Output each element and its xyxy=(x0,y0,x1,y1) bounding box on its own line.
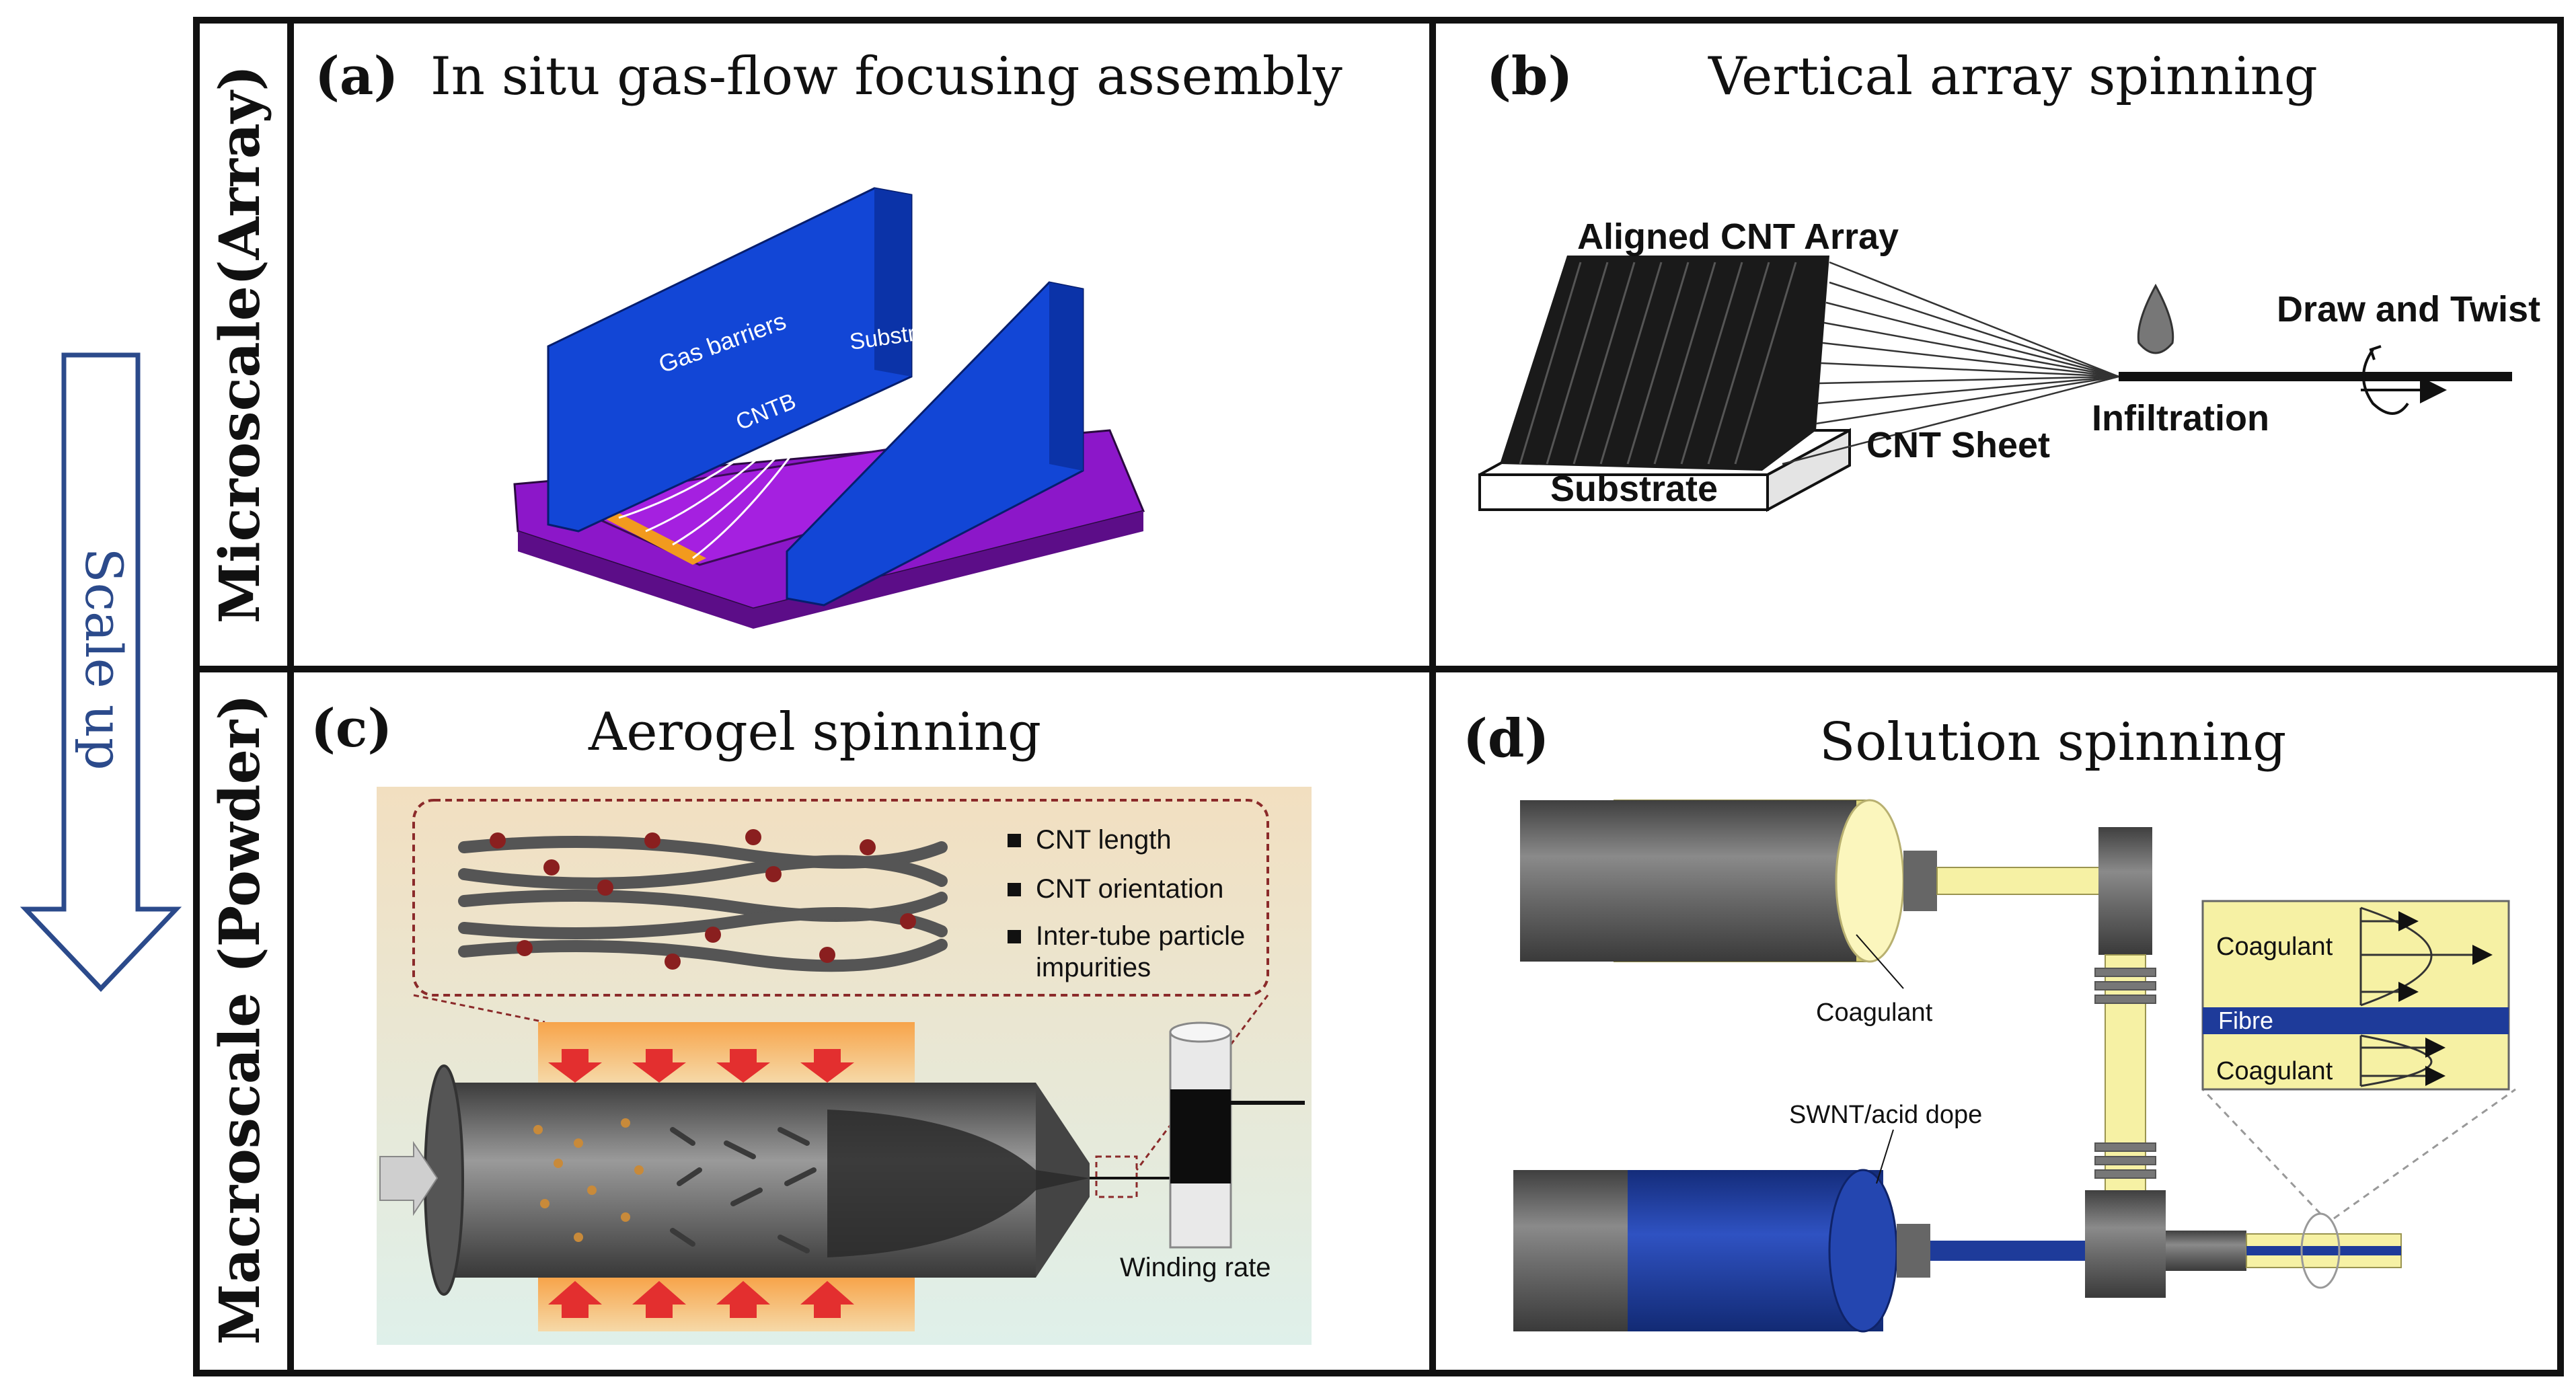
aligned-cnt-array xyxy=(1500,256,1829,471)
row-label-microscale: Microscale(Array) xyxy=(208,65,272,624)
inset-coagulant-bottom: Coagulant xyxy=(2216,1057,2333,1085)
bullet-inter-tube: Inter-tube particle xyxy=(1036,921,1245,951)
scale-up-arrow: Scale up xyxy=(20,352,182,993)
catalyst-particles xyxy=(490,829,916,970)
panel-b: (b) Vertical array spinning xyxy=(1478,46,2540,512)
twist-arrow-icon xyxy=(2361,345,2447,415)
bullet-cnt-length: CNT length xyxy=(1036,825,1172,855)
panel-a-title: In situ gas-flow focusing assembly xyxy=(430,46,1342,107)
inset-fibre-label: Fibre xyxy=(2218,1007,2273,1034)
inlet-arrow xyxy=(379,1140,439,1216)
cnt-bundle xyxy=(458,836,948,972)
aerogel-spinning-illustration: CNT length CNT orientation Inter-tube pa… xyxy=(377,787,1312,1345)
bullet-impurities: impurities xyxy=(1036,953,1151,982)
solution-spinning-illustration: Coagulant Fibre Coagulant Coagulant SWNT… xyxy=(1513,799,2516,1333)
panel-c-title: Aerogel spinning xyxy=(588,702,1041,763)
row-label-macroscale: Macroscale (Powder) xyxy=(208,694,272,1345)
panel-b-letter: (b) xyxy=(1486,46,1573,107)
vertical-array-illustration: Aligned CNT Array Draw and Twist Infiltr… xyxy=(1478,217,2540,512)
inset-coagulant-top: Coagulant xyxy=(2216,933,2333,961)
panel-c-letter: (c) xyxy=(311,698,392,759)
figure-frame xyxy=(193,17,2564,1376)
parameter-list: CNT length CNT orientation Inter-tube pa… xyxy=(1008,825,1245,982)
panel-a-letter: (a) xyxy=(315,46,398,107)
panel-c: (c) Aerogel spinning C xyxy=(311,698,1312,1345)
heat-arrows xyxy=(548,1049,854,1318)
scale-up-label: Scale up xyxy=(74,548,134,771)
flow-profile-inset: Coagulant Fibre Coagulant xyxy=(2201,900,2510,1091)
panel-d-title: Solution spinning xyxy=(1819,712,2286,773)
winding-rate-label: Winding rate xyxy=(1120,1253,1271,1282)
winding-spool xyxy=(1169,1021,1305,1249)
cnt-sheet-label: CNT Sheet xyxy=(1866,425,2050,465)
coagulant-label: Coagulant xyxy=(1816,999,1933,1027)
aerogel-sock xyxy=(827,1110,1090,1257)
infiltration-label: Infiltration xyxy=(2092,398,2269,438)
infiltration-droplet xyxy=(2137,283,2174,354)
panel-a: (a) In situ gas-flow focusing assembly xyxy=(315,46,1342,629)
substrate-label-b: Substrate xyxy=(1550,469,1718,509)
aligned-array-label: Aligned CNT Array xyxy=(1577,217,1899,257)
bullet-cnt-orientation: CNT orientation xyxy=(1036,874,1223,904)
panel-b-title: Vertical array spinning xyxy=(1708,46,2318,107)
cnt-detail-inset xyxy=(412,799,1269,997)
cnt-sheet-lines xyxy=(1782,261,2119,465)
draw-twist-label: Draw and Twist xyxy=(2277,289,2540,329)
panel-d-letter: (d) xyxy=(1463,708,1549,769)
panel-d: (d) Solution spinning xyxy=(1463,708,2516,1333)
heater-top xyxy=(538,1022,915,1083)
gas-flow-device-illustration: Gas barriers Substrate CNTB xyxy=(513,187,1145,629)
dope-label: SWNT/acid dope xyxy=(1789,1101,1982,1129)
